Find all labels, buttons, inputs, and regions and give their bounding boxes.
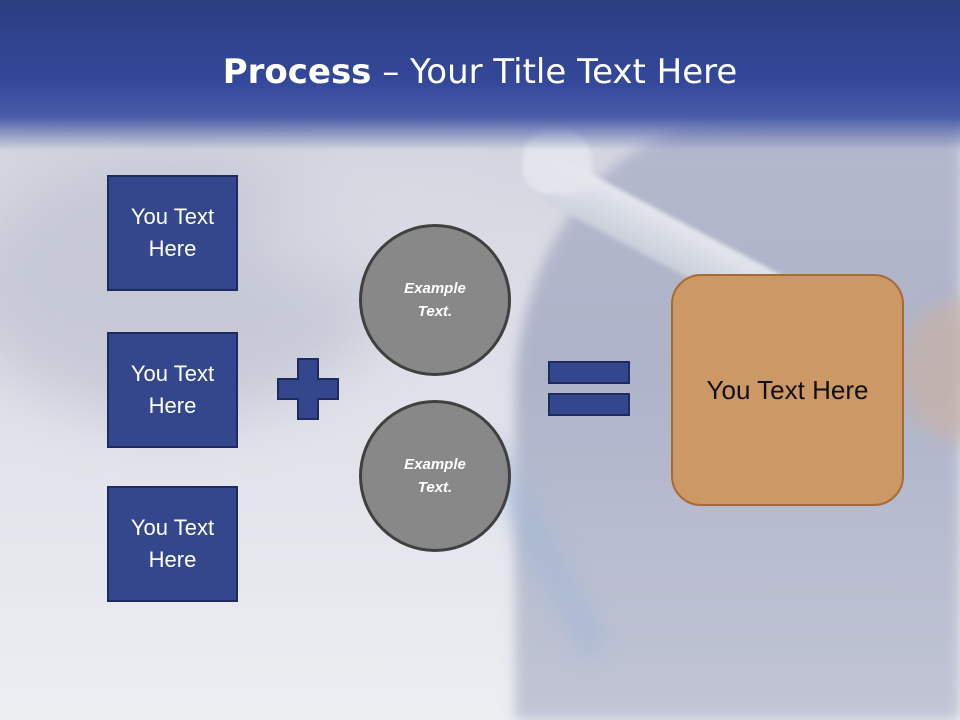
title-bold: Process (222, 52, 372, 92)
plus-icon (277, 358, 339, 420)
title-rest: – Your Title Text Here (371, 52, 738, 92)
input-box-3: You Text Here (107, 486, 238, 602)
title-bar: Process – Your Title Text Here (0, 0, 960, 150)
example-circle-1: Example Text. (359, 224, 511, 376)
result-label: You Text Here (706, 374, 869, 405)
input-box-label: You Text Here (130, 361, 215, 418)
equals-icon (548, 361, 630, 416)
result-box: You Text Here (671, 274, 904, 506)
circle-label: Example Text. (404, 456, 466, 496)
slide-title: Process – Your Title Text Here (0, 52, 960, 92)
circle-label: Example Text. (404, 280, 466, 320)
input-box-label: You Text Here (130, 515, 215, 572)
input-box-label: You Text Here (130, 204, 215, 261)
input-box-2: You Text Here (107, 332, 238, 448)
example-circle-2: Example Text. (359, 400, 511, 552)
input-box-1: You Text Here (107, 175, 238, 291)
